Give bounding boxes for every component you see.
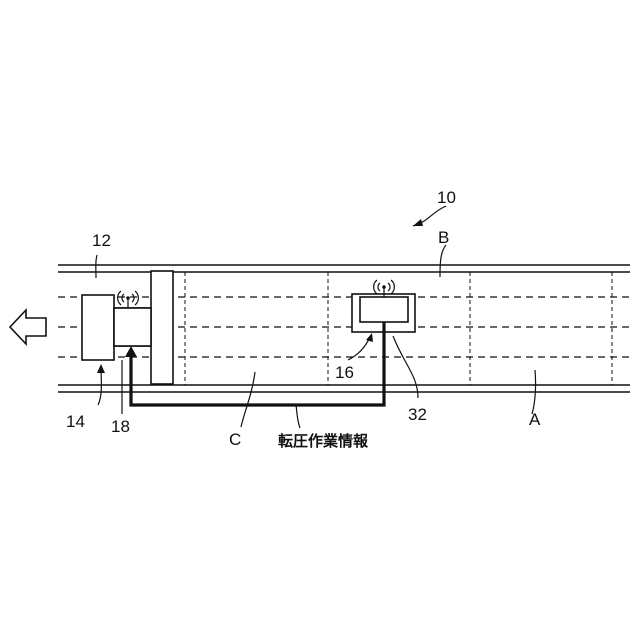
label-terminal: 16 <box>335 363 354 382</box>
screed <box>151 271 173 384</box>
label-system: 10 <box>437 188 456 207</box>
label-lane-b: B <box>438 228 449 247</box>
paver-body <box>82 295 114 360</box>
label-receiver: 18 <box>111 417 130 436</box>
label-sensor: 32 <box>408 405 427 424</box>
label-info: 転圧作業情報 <box>278 432 369 450</box>
arrow-up-icon <box>125 346 137 357</box>
terminal-unit <box>360 297 408 322</box>
arrow-left-icon <box>10 310 46 344</box>
receiver-unit-front <box>114 308 151 346</box>
label-paver: 14 <box>66 412 85 431</box>
wireless-antenna-icon <box>118 291 139 308</box>
label-lane-c: C <box>229 430 241 449</box>
label-roller: 12 <box>92 231 111 250</box>
label-lane-a: A <box>529 410 541 429</box>
